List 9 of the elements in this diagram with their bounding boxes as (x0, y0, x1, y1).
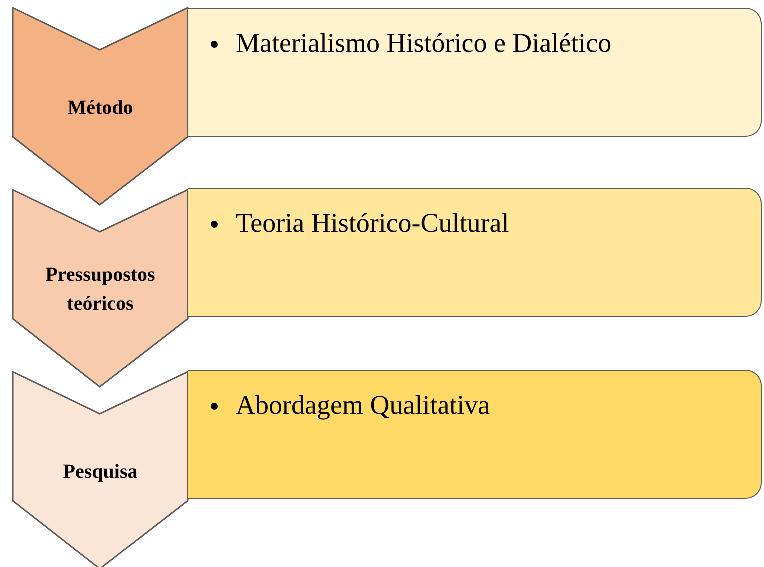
content-panel (188, 188, 762, 317)
step-label: Pesquisa (63, 460, 138, 484)
step-label: Pressupostos teóricos (44, 263, 156, 317)
step-label: Método (68, 96, 134, 120)
content-panel (188, 370, 762, 499)
bullet-text: Abordagem Qualitativa (236, 389, 490, 422)
bullet-text: Materialismo Histórico e Dialético (236, 27, 612, 60)
bullet-text: Teoria Histórico-Cultural (236, 207, 510, 240)
content-panel (188, 8, 762, 137)
